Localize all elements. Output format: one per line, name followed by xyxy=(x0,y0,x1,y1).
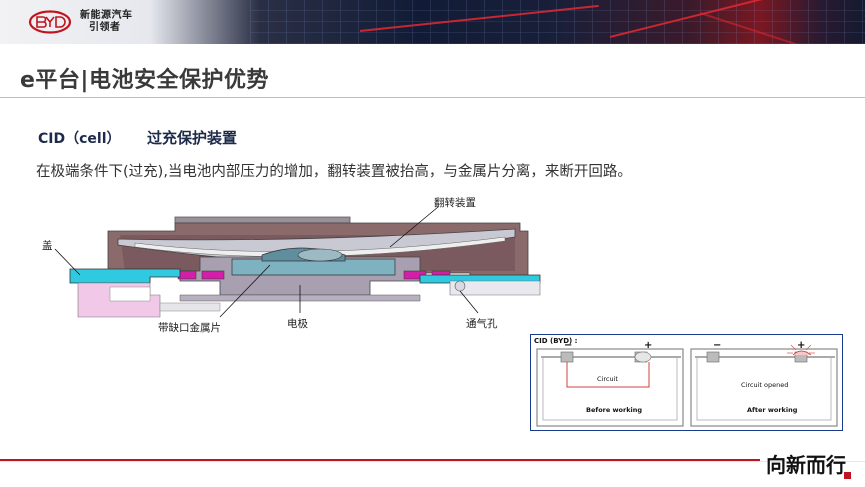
inset-plus-right: + xyxy=(797,340,806,351)
page-title: e平台|电池安全保护优势 xyxy=(20,68,269,93)
footer-grey-rule xyxy=(0,461,865,462)
inset-plus-left: + xyxy=(644,340,653,351)
inset-left-circuit-label: Circuit xyxy=(597,375,618,383)
callout-vent-hole: 通气孔 xyxy=(466,318,498,330)
banner-grid-pattern xyxy=(250,0,865,44)
header-banner: 新能源汽车 引领者 xyxy=(0,0,865,44)
inset-drawing xyxy=(536,341,838,427)
slogan-line1: 新能源汽车 xyxy=(80,10,133,21)
footer-red-rule xyxy=(0,459,760,461)
inset-right-caption: After working xyxy=(747,406,798,414)
inset-right-circuit-label: Circuit opened xyxy=(741,381,789,389)
callout-flip-device: 翻转装置 xyxy=(434,197,476,209)
inset-minus-right: − xyxy=(713,340,722,351)
brand-slogan: 新能源汽车 引领者 xyxy=(80,10,133,34)
callout-electrode: 电极 xyxy=(287,318,308,330)
title-divider xyxy=(0,97,865,98)
callout-cover: 盖 xyxy=(42,240,53,252)
brand-calligraphy-text: 向新而行 xyxy=(766,453,846,477)
section-subtitle: 过充保护装置 xyxy=(147,129,238,147)
inset-minus-left: − xyxy=(564,340,573,351)
inset-title: CID (BYD) : xyxy=(534,337,578,345)
inset-left-caption: Before working xyxy=(586,406,643,414)
cid-inset-diagram: CID (BYD) : − + − + Circuit Before worki… xyxy=(530,334,843,431)
brand-calligraphy-logo: 向新而行 xyxy=(766,453,851,479)
cid-cross-section-diagram xyxy=(54,206,541,318)
byd-logo xyxy=(28,10,72,34)
callout-notched-metal: 带缺口金属片 xyxy=(158,322,221,334)
cid-label: CID（cell） xyxy=(38,131,121,147)
slogan-line2: 引领者 xyxy=(89,22,121,33)
section-description: 在极端条件下(过充),当电池内部压力的增加，翻转装置被抬高，与金属片分离，来断开… xyxy=(36,164,632,180)
